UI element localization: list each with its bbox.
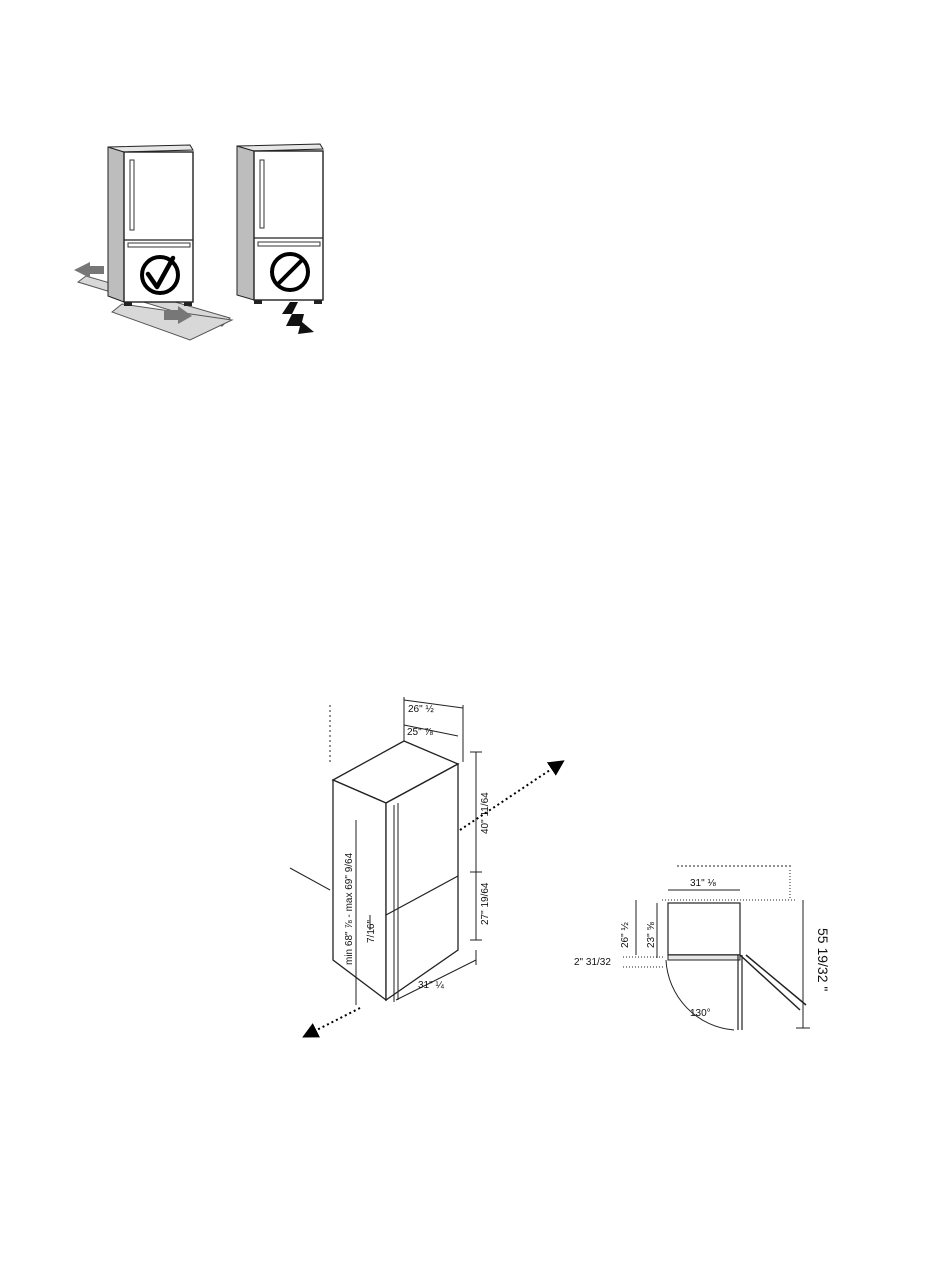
dim-upper-height: 40" 11/64: [480, 792, 491, 834]
fridge-ok-illustration: [74, 145, 232, 340]
clearance-arrow-top: [460, 762, 562, 830]
push-arrow-icon: [74, 262, 104, 278]
dim-depth-total: 26" ½: [408, 704, 434, 715]
dim-plan-offset: 2" 31/32: [574, 957, 611, 968]
zigzag-arrow-icon: [282, 302, 314, 334]
clearance-arrow-bottom: [305, 1008, 360, 1036]
dim-width: 31" ¼: [418, 979, 444, 991]
dim-depth-body: 25" ⅞: [407, 727, 433, 738]
dim-lower-height: 27" 19/64: [480, 882, 491, 925]
dim-height-range: min 68" ⅞ - max 69" 9/64: [344, 852, 355, 965]
dim-plan-width: 31" ⅛: [690, 878, 716, 889]
fridge-not-ok-illustration: [237, 144, 323, 334]
dim-plan-depth-b: 23" ⅝: [646, 922, 657, 948]
dim-gap: 7/16": [366, 920, 377, 943]
isometric-dimension-drawing: [290, 697, 482, 1005]
dim-plan-depth-a: 26" ½: [620, 922, 631, 948]
dim-plan-angle: 130°: [690, 1008, 711, 1019]
dim-plan-clearance: 55 19/32 ": [815, 928, 831, 991]
